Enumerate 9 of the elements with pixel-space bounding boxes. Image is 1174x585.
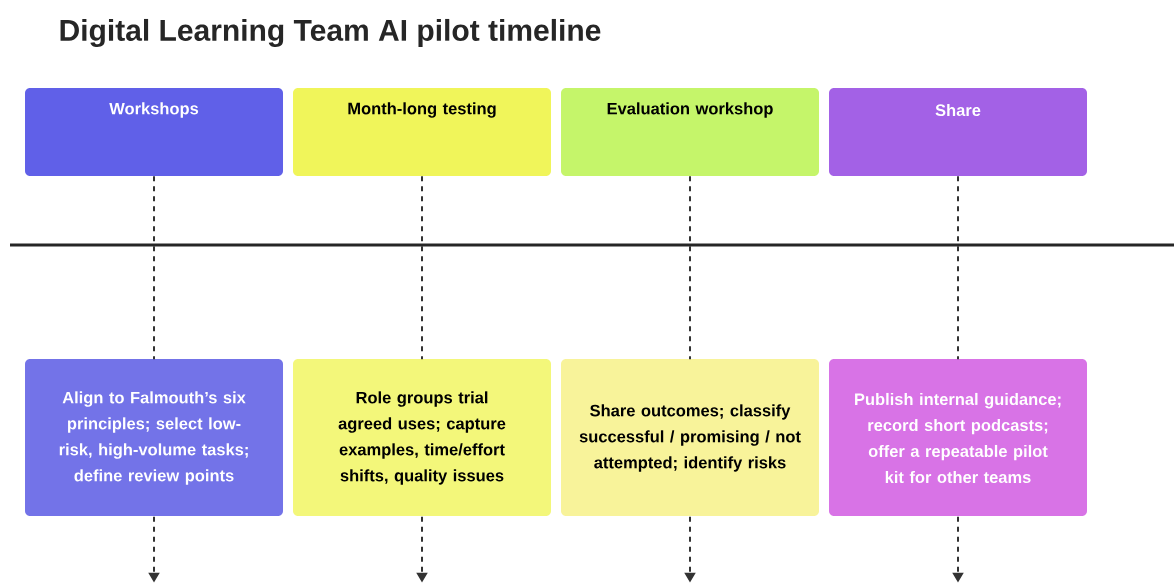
stage-box: Evaluation workshop <box>561 88 819 176</box>
stage-box: Share <box>829 88 1087 176</box>
title: Digital Learning Team AI pilot timeline <box>60 18 601 48</box>
description-box: Publish internal guidance; record short podcasts; offer a repeatable pilot kit for other teams <box>829 359 1087 516</box>
stage-box: Workshops <box>25 88 283 176</box>
description-box: Align to Falmouth’s six principles; select low-risk, high-volume tasks; define review points <box>25 359 283 516</box>
stage-box: Month-long testing <box>293 88 551 176</box>
description-box: Role groups trial agreed uses; capture examples, time/effort shifts, quality issues <box>293 359 551 516</box>
description-box: Share outcomes; classify successful / promising / not attempted; identify risks <box>561 359 819 516</box>
